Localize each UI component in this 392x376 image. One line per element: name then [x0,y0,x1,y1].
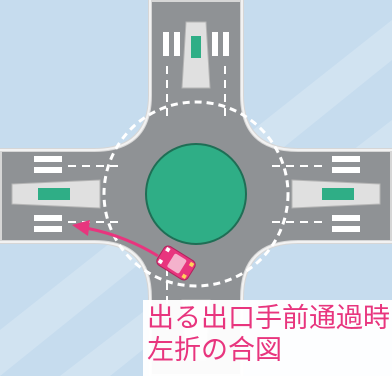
east-approach [272,156,381,232]
caption-line-1: 出る出口手前通過時 [147,303,390,334]
west-approach [11,156,120,232]
car-icon [156,245,196,281]
central-island [145,143,247,245]
caption-line-2: 左折の合図 [147,335,282,366]
roundabout-dashed-ring [102,100,290,288]
median-north-green [191,36,201,58]
caption-box: 出る出口手前通過時 左折の合図 [143,300,392,376]
left-turn-arrow-icon [72,220,159,258]
median-west-green [38,188,70,200]
median-east-green [322,188,354,200]
north-approach [163,21,229,120]
